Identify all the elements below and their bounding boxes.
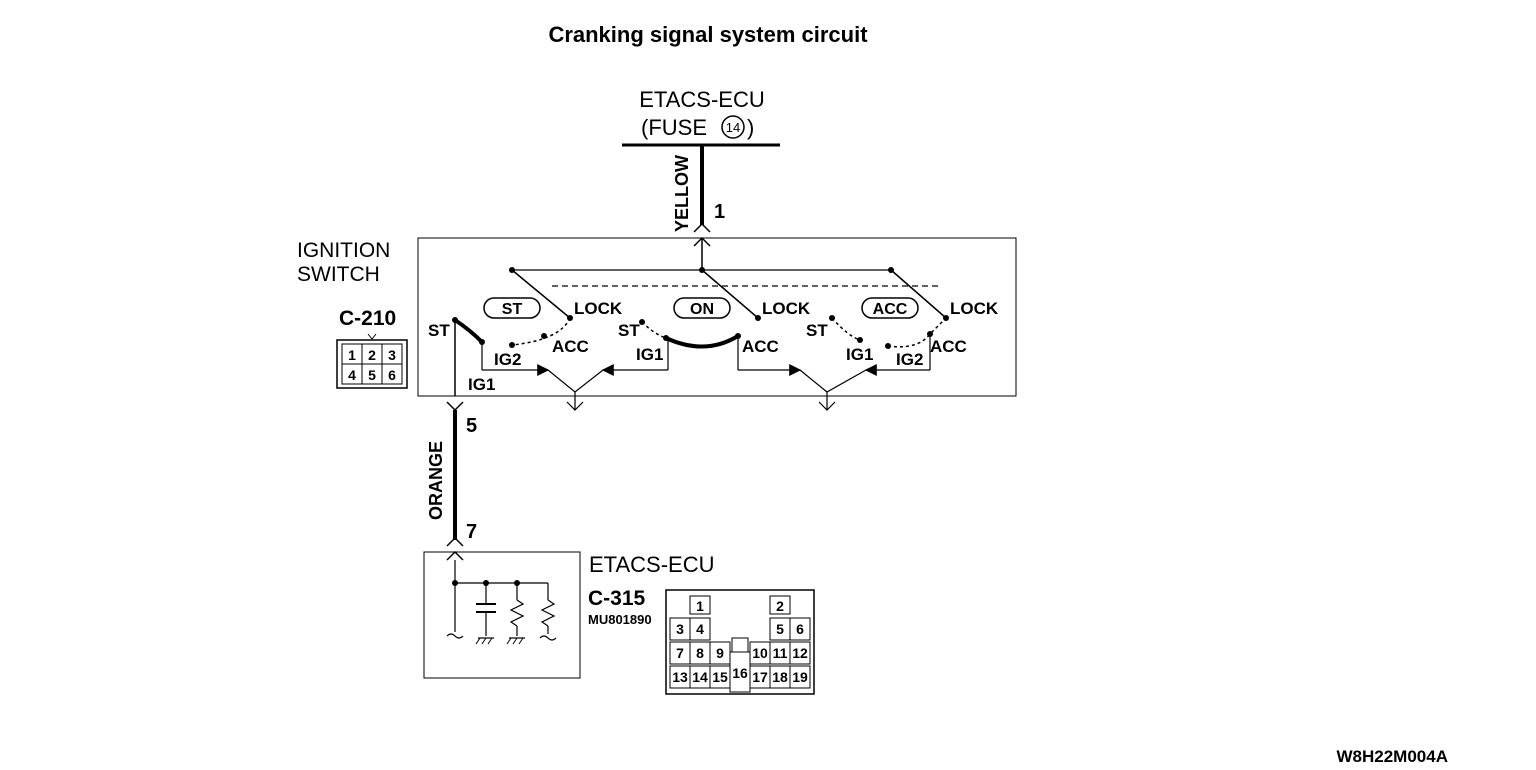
c315-pin: 11	[773, 645, 788, 661]
position-label-on: ON	[690, 301, 714, 318]
switch-section-st: ST LOCK ST IG2 ACC IG1	[428, 267, 623, 394]
switch-section-on: ON LOCK ST IG1 ACC	[601, 267, 811, 376]
etacs-bottom-box	[423, 551, 581, 679]
ignition-switch-box: ST LOCK ST IG2 ACC IG1 ON LOCK	[417, 236, 1017, 411]
orange-wire: 5 ORANGE 7	[426, 401, 477, 547]
c315-pin: 19	[792, 669, 808, 685]
c210-pin: 3	[388, 347, 396, 363]
c210-pin: 6	[388, 367, 396, 383]
etacs-bottom-connector-code: C-315	[588, 587, 646, 610]
ignition-switch-label-line1: IGNITION	[297, 239, 390, 262]
c315-pin: 7	[676, 645, 684, 661]
c315-pin: 18	[772, 669, 788, 685]
ignition-switch-in-mark	[693, 236, 711, 247]
yellow-wire-pin: 1	[714, 201, 725, 223]
switch-section-acc: ACC LOCK ST IG1 IG2 ACC	[806, 267, 999, 376]
ignition-switch-connector-code: C-210	[339, 307, 396, 330]
acc-label: ACC	[930, 337, 967, 356]
c315-pin: 14	[692, 669, 708, 685]
st-label: ST	[428, 321, 450, 340]
c315-pin: 3	[676, 621, 684, 637]
c210-pin: 1	[348, 347, 356, 363]
acc-label: ACC	[742, 337, 779, 356]
connector-key-mark	[367, 333, 377, 340]
c210-pin: 2	[368, 347, 376, 363]
fuse-number: 14	[726, 120, 740, 135]
ignition-switch-label-line2: SWITCH	[297, 263, 380, 286]
c210-connector-face: 1 2 3 4 5 6	[336, 339, 408, 389]
c315-pin: 1	[696, 598, 704, 614]
orange-wire-pin-top: 5	[466, 415, 477, 437]
position-pill-st	[483, 297, 541, 319]
etacs-ecu-bottom-label: ETACS-ECU	[589, 552, 715, 577]
fuse-prefix: (FUSE	[641, 115, 707, 140]
orange-wire-pin-bottom: 7	[466, 521, 477, 543]
c315-pin: 9	[716, 645, 724, 661]
c210-pin: 4	[348, 367, 356, 383]
acc-label: ACC	[552, 337, 589, 356]
c315-pin: 4	[696, 621, 704, 637]
c210-pin: 5	[368, 367, 376, 383]
yellow-wire: YELLOW 1	[672, 145, 725, 270]
etacs-bottom-part-number: MU801890	[588, 612, 652, 627]
fuse-suffix: )	[747, 115, 754, 140]
ignition-switch-label-group: IGNITION SWITCH C-210 1 2 3 4 5 6	[297, 239, 408, 389]
fuse-number-circle	[721, 115, 745, 139]
c315-pin: 15	[712, 669, 728, 685]
figure-code: W8H22M004A	[1337, 747, 1449, 766]
c315-pin: 17	[752, 669, 768, 685]
c315-pin: 12	[792, 645, 808, 661]
position-label-st: ST	[502, 301, 523, 318]
c315-pin: 10	[752, 645, 768, 661]
position-label-acc: ACC	[873, 301, 908, 318]
diagram-title: Cranking signal system circuit	[548, 22, 868, 47]
st-label: ST	[618, 321, 640, 340]
c315-connector-face: 1 2 3 4 5 6 7 8 9 10 11 12	[665, 589, 815, 695]
ig1-label: IG1	[846, 345, 873, 364]
c315-pin: 16	[732, 665, 748, 681]
orange-wire-label: ORANGE	[426, 441, 446, 520]
position-pill-on	[673, 297, 731, 319]
contact-arm	[511, 269, 571, 319]
ig2-label: IG2	[896, 350, 923, 369]
lock-label: LOCK	[762, 299, 811, 318]
c315-pin: 13	[672, 669, 688, 685]
c315-pin: 5	[776, 621, 784, 637]
c315-pin: 6	[796, 621, 804, 637]
etacs-ecu-top: ETACS-ECU (FUSE 14 )	[622, 87, 780, 147]
etacs-ecu-bottom: ETACS-ECU C-315 MU801890 1 2 3 4 5 6 7 8…	[423, 550, 815, 695]
yellow-wire-connector-mark	[693, 222, 711, 233]
position-pill-acc	[861, 297, 919, 319]
c315-pin: 2	[776, 598, 784, 614]
etacs-ecu-top-label: ETACS-ECU	[639, 87, 765, 112]
lock-label: LOCK	[950, 299, 999, 318]
ig2-label: IG2	[494, 350, 521, 369]
outputs	[547, 369, 867, 411]
c315-pin: 8	[696, 645, 704, 661]
lock-label: LOCK	[574, 299, 623, 318]
ig1-label: IG1	[468, 375, 495, 394]
yellow-wire-label: YELLOW	[672, 155, 692, 232]
ignition-switch-outline	[417, 237, 1017, 397]
ig1-label: IG1	[636, 345, 663, 364]
st-label: ST	[806, 321, 828, 340]
